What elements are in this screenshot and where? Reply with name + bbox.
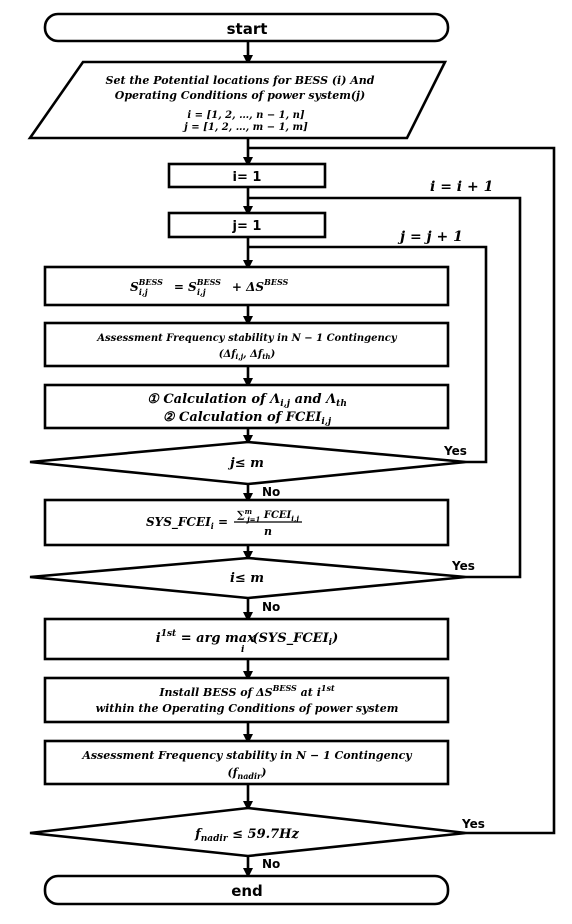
assess-stability-node-2: Assessment Frequency stability in N − 1 … <box>43 739 450 786</box>
set-line2: Operating Conditions of power system(j) <box>115 89 365 102</box>
i-increment-label: i = i + 1 <box>430 179 493 195</box>
assess1-line2: (Δfi,j, Δfth) <box>219 349 276 361</box>
set-line4: j = [1, 2, …, m − 1, m] <box>182 122 308 133</box>
no-label-j: No <box>262 485 280 499</box>
end-label: end <box>231 882 263 900</box>
sys-fcei-denominator: n <box>264 525 272 538</box>
start-label: start <box>227 20 268 38</box>
decision-j-node: j≤ m <box>29 440 467 486</box>
assess1-line1: Assessment Frequency stability in N − 1 … <box>96 333 398 344</box>
loop-i <box>248 196 522 579</box>
connectors <box>243 41 556 878</box>
loop-j <box>248 245 488 464</box>
install-line1: Install BESS of ΔSBESS at i1st <box>158 683 335 699</box>
calculation-node: ① Calculation of Λi,j and Λth ② Calculat… <box>43 383 450 430</box>
j-init-label: j= 1 <box>232 219 262 234</box>
sys-fcei-lhs: SYS_FCEIi = <box>146 515 228 531</box>
end-node: end <box>43 874 450 906</box>
install-line2: within the Operating Conditions of power… <box>96 702 399 715</box>
calc-line1: ① Calculation of Λi,j and Λth <box>147 392 347 409</box>
assess-stability-node-1: Assessment Frequency stability in N − 1 … <box>43 321 450 368</box>
j-init-node: j= 1 <box>167 211 327 239</box>
calc-line2: ② Calculation of FCEIi,j <box>163 410 332 427</box>
decision-f-node: fnadir ≤ 59.7Hz <box>29 806 467 858</box>
j-increment-label: j = j + 1 <box>397 229 463 245</box>
yes-label-f: Yes <box>461 817 485 831</box>
i-init-node: i= 1 <box>167 162 327 189</box>
no-label-i: No <box>262 600 280 614</box>
decision-i-node: i≤ m <box>29 556 467 600</box>
start-node: start <box>43 12 450 43</box>
set-locations-node: Set the Potential locations for BESS (i)… <box>27 60 448 140</box>
set-line3: i = [1, 2, …, n − 1, n] <box>187 110 304 121</box>
loop-nadir <box>248 146 556 835</box>
set-line1: Set the Potential locations for BESS (i)… <box>106 74 375 87</box>
no-label-f: No <box>262 857 280 871</box>
decision-j-label: j≤ m <box>227 456 264 471</box>
install-bess-node: Install BESS of ΔSBESS at i1st within th… <box>43 676 450 724</box>
decision-i-label: i≤ m <box>230 571 264 586</box>
yes-label-i: Yes <box>451 559 475 573</box>
yes-label-j: Yes <box>443 444 467 458</box>
assess2-line1: Assessment Frequency stability in N − 1 … <box>81 749 413 762</box>
i-init-label: i= 1 <box>233 170 262 185</box>
